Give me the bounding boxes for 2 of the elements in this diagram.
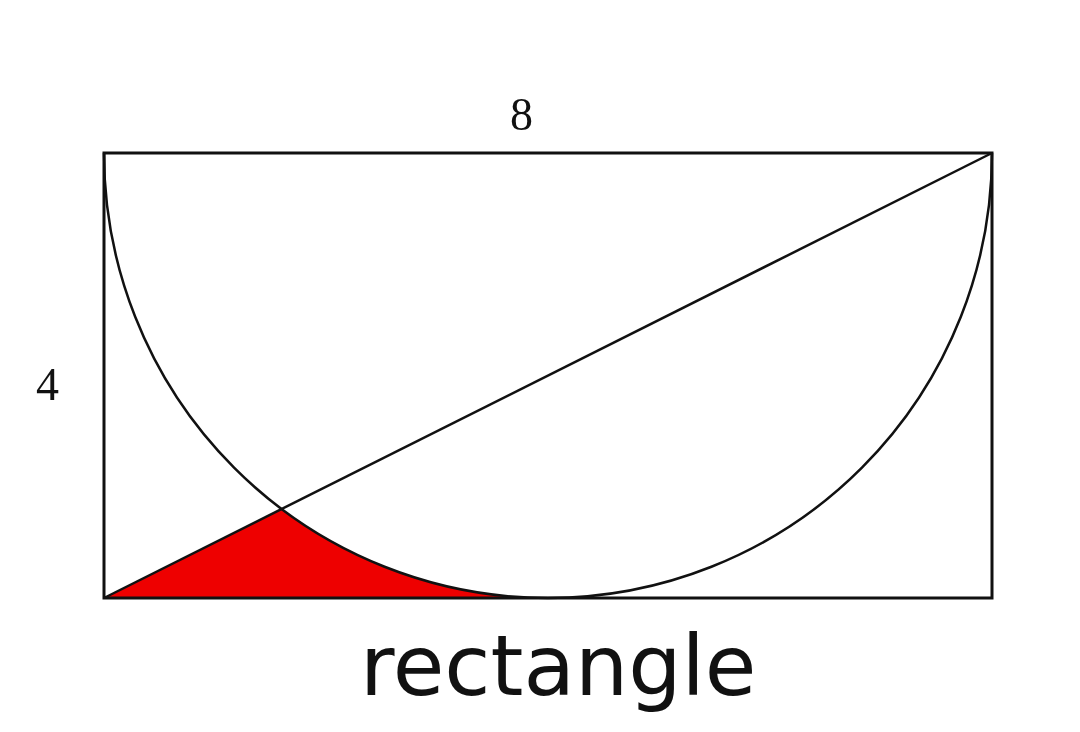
dimension-label: 8 [510, 92, 533, 138]
dimension-label: 4 [36, 362, 59, 408]
